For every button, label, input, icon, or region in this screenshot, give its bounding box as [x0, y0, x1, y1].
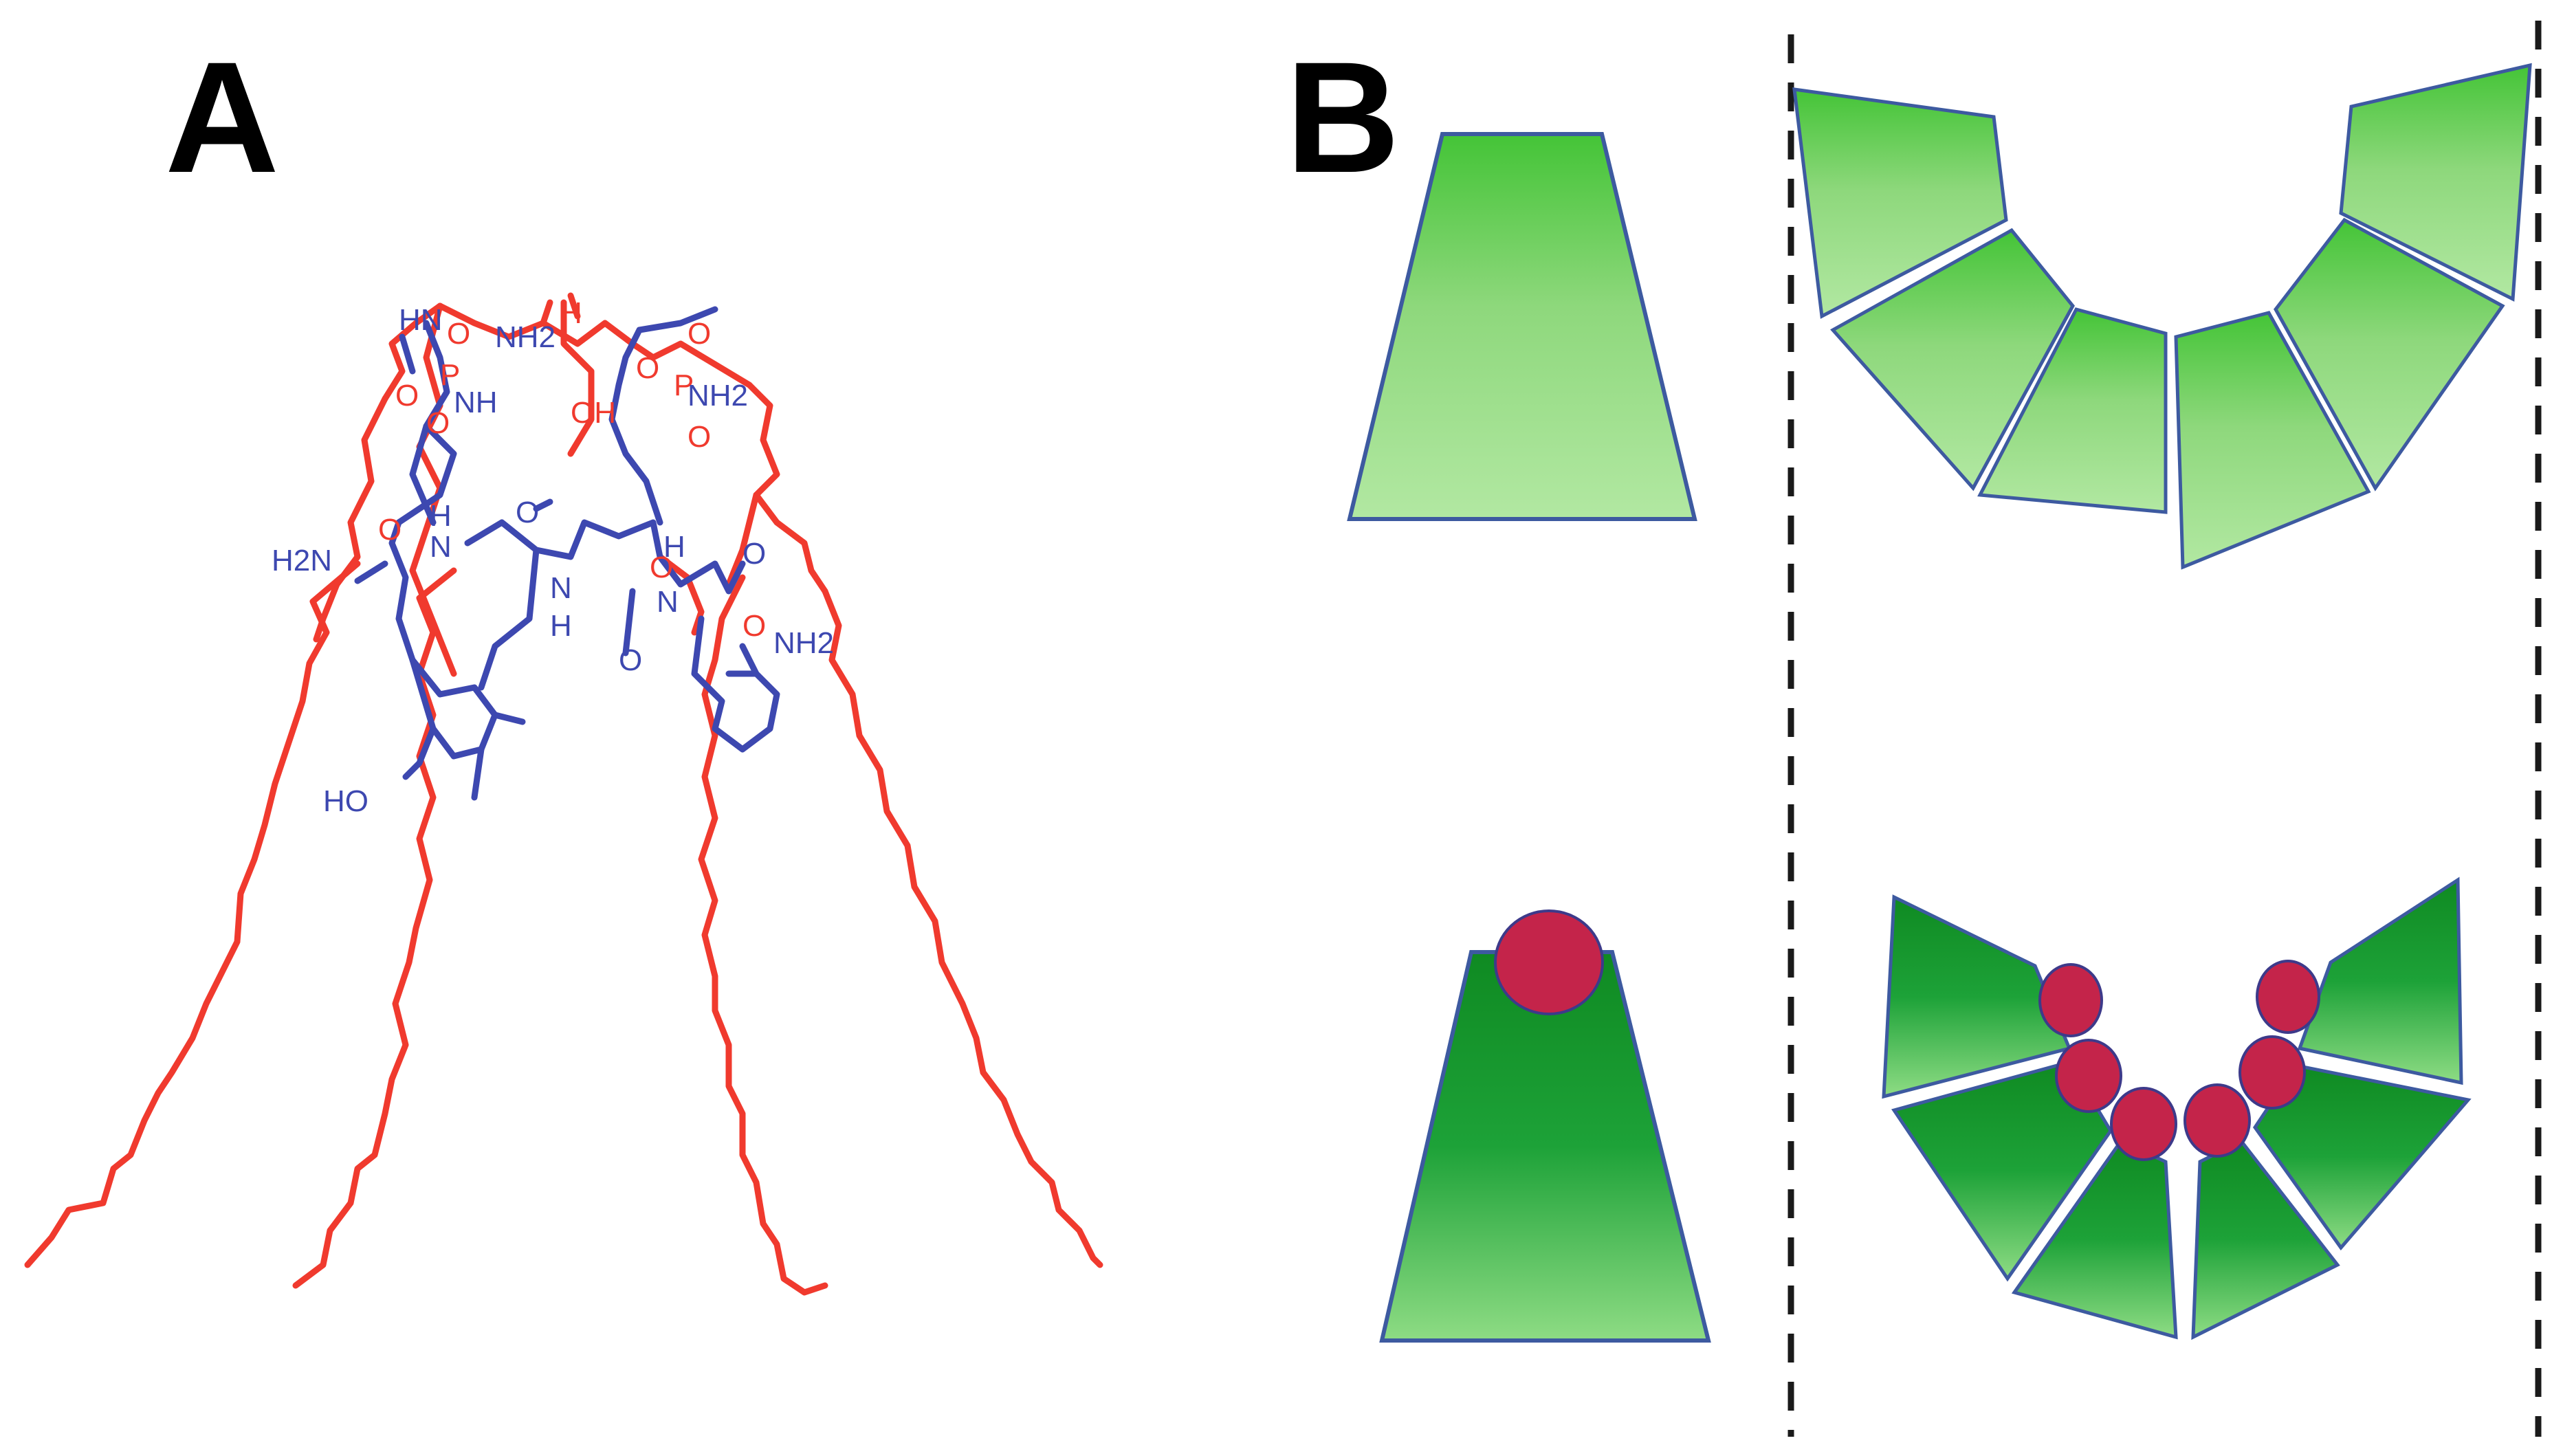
wedge-segment: [2274, 217, 2505, 492]
head-bead: [2055, 1039, 2122, 1113]
curved-assembly-beads: [2038, 960, 2320, 1161]
wedge-segment: [1830, 228, 2075, 492]
peptide-bonds: [354, 306, 780, 801]
molecule-label: N: [430, 530, 452, 564]
molecule-label: H: [550, 609, 572, 643]
molecule-label: O: [688, 420, 711, 454]
lipid-tail-4: [822, 588, 1103, 1268]
head-bead: [2184, 1083, 2251, 1158]
wedge-segment: [1792, 87, 2008, 319]
molecule-label: O: [619, 643, 642, 677]
molecule-label: H: [663, 530, 685, 564]
molecule-label: O: [516, 496, 539, 529]
lipid-wedge-single: [1347, 132, 1697, 521]
lipid-tail-1: [24, 560, 361, 1268]
panel-label-a: A: [165, 29, 279, 206]
molecule-label: OH: [571, 396, 616, 430]
wedge-segment: [1977, 307, 2168, 514]
head-bead: [2110, 1087, 2177, 1161]
molecule-label: P: [440, 358, 460, 392]
molecule-label: O: [447, 317, 470, 351]
molecule-label: O: [742, 537, 766, 571]
molecule-label: NH: [454, 386, 498, 419]
molecule-labels: HN NH2 H O P O O NH OH O P NH2 O O H2N O…: [272, 296, 834, 818]
molecule-label: NH2: [688, 379, 748, 412]
head-bead: [1494, 909, 1604, 1015]
wedge-segment: [2011, 1138, 2178, 1340]
curved-assembly-light: [1792, 63, 2532, 570]
wedge-segment: [2297, 876, 2463, 1085]
curved-assembly-dark: [1882, 876, 2472, 1341]
molecule-label: N: [657, 585, 679, 619]
molecule-label: H: [560, 296, 582, 330]
molecule-label: HN: [399, 303, 443, 337]
head-bead: [2038, 963, 2103, 1037]
lipid-tail-3: [698, 574, 828, 1296]
wedge-segment: [2174, 311, 2371, 570]
molecule-label: O: [636, 351, 659, 385]
molecule-label: O: [742, 609, 766, 643]
head-bead: [2238, 1035, 2306, 1110]
molecule-label: O: [426, 406, 450, 440]
panel-label-b: B: [1286, 29, 1400, 206]
molecule-structure: HN NH2 H O P O O NH OH O P NH2 O O H2N O…: [24, 292, 1103, 1296]
head-bead: [2256, 960, 2320, 1034]
molecule-label: H: [430, 499, 452, 533]
molecule-label: HO: [323, 784, 368, 818]
wedge-segment: [2339, 63, 2532, 302]
molecule-label: H2N: [272, 544, 332, 577]
molecule-label: NH2: [773, 626, 834, 660]
molecule-label: O: [378, 513, 402, 547]
molecule-label: O: [688, 317, 711, 351]
molecule-label: N: [550, 571, 572, 605]
molecule-label: O: [650, 551, 673, 584]
molecule-label: NH2: [495, 320, 556, 354]
molecule-label: P: [674, 368, 694, 402]
molecule-label: O: [395, 379, 419, 412]
lipid-tails: [24, 560, 1103, 1296]
